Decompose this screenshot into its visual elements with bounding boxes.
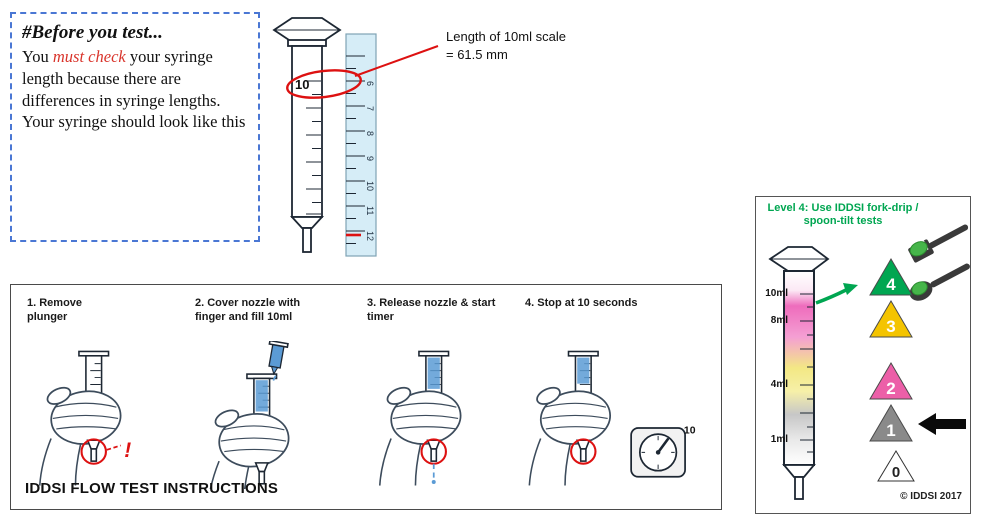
step-3-label: 3. Release nozzle & start timer bbox=[367, 297, 496, 323]
ruler-annotation-line2: = 61.5 mm bbox=[446, 46, 508, 62]
ruler-number: 7 bbox=[365, 106, 375, 111]
step-2-label: 2. Cover nozzle with finger and fill 10m… bbox=[195, 297, 301, 323]
before-you-test-box: #Before you test... You must check your … bbox=[10, 12, 260, 242]
before-body-pre: You bbox=[22, 47, 53, 66]
spoon-icon bbox=[909, 263, 970, 301]
before-title: #Before you test... bbox=[22, 22, 163, 43]
flow-test-instructions-box: 1. Remove plunger ! 2. Cover nozzle with… bbox=[10, 284, 722, 510]
hand-syringe-step2-figure bbox=[206, 341, 293, 489]
syringe-ruler-figure: 6 7 8 9 10 11 12 10 bbox=[272, 17, 439, 257]
syringe-illustration: 10 bbox=[272, 17, 342, 253]
ruler-number: 6 bbox=[365, 81, 375, 86]
food-dollop bbox=[909, 241, 928, 257]
before-body-post: your syringe length because there are di… bbox=[22, 47, 246, 132]
level-0-number: 0 bbox=[892, 464, 900, 481]
syringe-10ml-label: 10 bbox=[295, 77, 309, 92]
triangle-level-0: 0 bbox=[877, 450, 915, 482]
food-dollop bbox=[911, 281, 928, 296]
ruler-number: 9 bbox=[365, 156, 375, 161]
green-arrow-icon bbox=[815, 283, 858, 305]
ruler-number: 12 bbox=[365, 231, 375, 241]
step-1: 1. Remove plunger ! bbox=[27, 297, 177, 489]
graduated-syringe-illustration bbox=[768, 246, 830, 500]
ruler-illustration: 6 7 8 9 10 11 12 bbox=[345, 33, 377, 257]
warning-exclamation: ! bbox=[124, 439, 131, 462]
timer-value: 10 bbox=[684, 425, 696, 436]
step-4-label: 4. Stop at 10 seconds bbox=[525, 297, 638, 309]
before-body: You must check your syringe length becau… bbox=[22, 46, 248, 133]
hand-syringe-step3-figure bbox=[378, 350, 465, 487]
ml-label-4: 4ml bbox=[770, 379, 788, 390]
copyright-text: © IDDSI 2017 bbox=[900, 491, 962, 502]
level-3-number: 3 bbox=[886, 317, 895, 336]
red-circle-nozzle bbox=[570, 438, 597, 465]
red-leader-line bbox=[354, 45, 439, 77]
step-1-label: 1. Remove plunger bbox=[27, 297, 83, 323]
filler-syringe-icon bbox=[268, 341, 289, 376]
ruler-number: 11 bbox=[365, 206, 375, 215]
red-circle-annotation bbox=[286, 69, 362, 99]
ruler-annotation-line1: Length of 10ml scale bbox=[446, 29, 566, 44]
ruler-number: 8 bbox=[365, 131, 375, 136]
triangle-level-2: 2 bbox=[869, 362, 913, 400]
black-arrow-icon bbox=[918, 413, 966, 435]
ruler-number: 10 bbox=[365, 181, 375, 191]
red-circle-nozzle bbox=[420, 438, 447, 465]
hand-syringe-step4-figure: 10 bbox=[528, 350, 696, 487]
ruler-annotation: Length of 10ml scale = 61.5 mm bbox=[446, 28, 566, 63]
hand-syringe-step1-figure: ! bbox=[38, 350, 131, 487]
triangle-level-1: 1 bbox=[869, 404, 913, 442]
fork-icon bbox=[908, 224, 969, 263]
red-circle-nozzle bbox=[80, 438, 107, 465]
triangle-level-3: 3 bbox=[869, 300, 913, 338]
step-3: 3. Release nozzle & start timer bbox=[367, 297, 522, 489]
triangle-level-4: 4 bbox=[869, 258, 913, 296]
level4-panel-title: Level 4: Use IDDSI fork-drip / spoon-til… bbox=[767, 202, 919, 227]
level4-panel: Level 4: Use IDDSI fork-drip / spoon-til… bbox=[755, 196, 971, 514]
level-1-number: 1 bbox=[886, 421, 895, 440]
ml-label-1: 1ml bbox=[770, 434, 788, 445]
step-4: 4. Stop at 10 seconds 10 bbox=[525, 297, 715, 489]
timer-icon bbox=[630, 427, 686, 478]
level-4-number: 4 bbox=[886, 275, 896, 294]
instructions-title: IDDSI FLOW TEST INSTRUCTIONS bbox=[25, 480, 279, 497]
step-2: 2. Cover nozzle with finger and fill 10m… bbox=[195, 297, 355, 489]
fork-spoon-illustration bbox=[908, 224, 970, 301]
before-body-emphasis: must check bbox=[52, 47, 126, 66]
ml-label-8: 8ml bbox=[770, 315, 788, 326]
level-2-number: 2 bbox=[886, 379, 895, 398]
ml-label-10: 10ml bbox=[765, 288, 788, 299]
